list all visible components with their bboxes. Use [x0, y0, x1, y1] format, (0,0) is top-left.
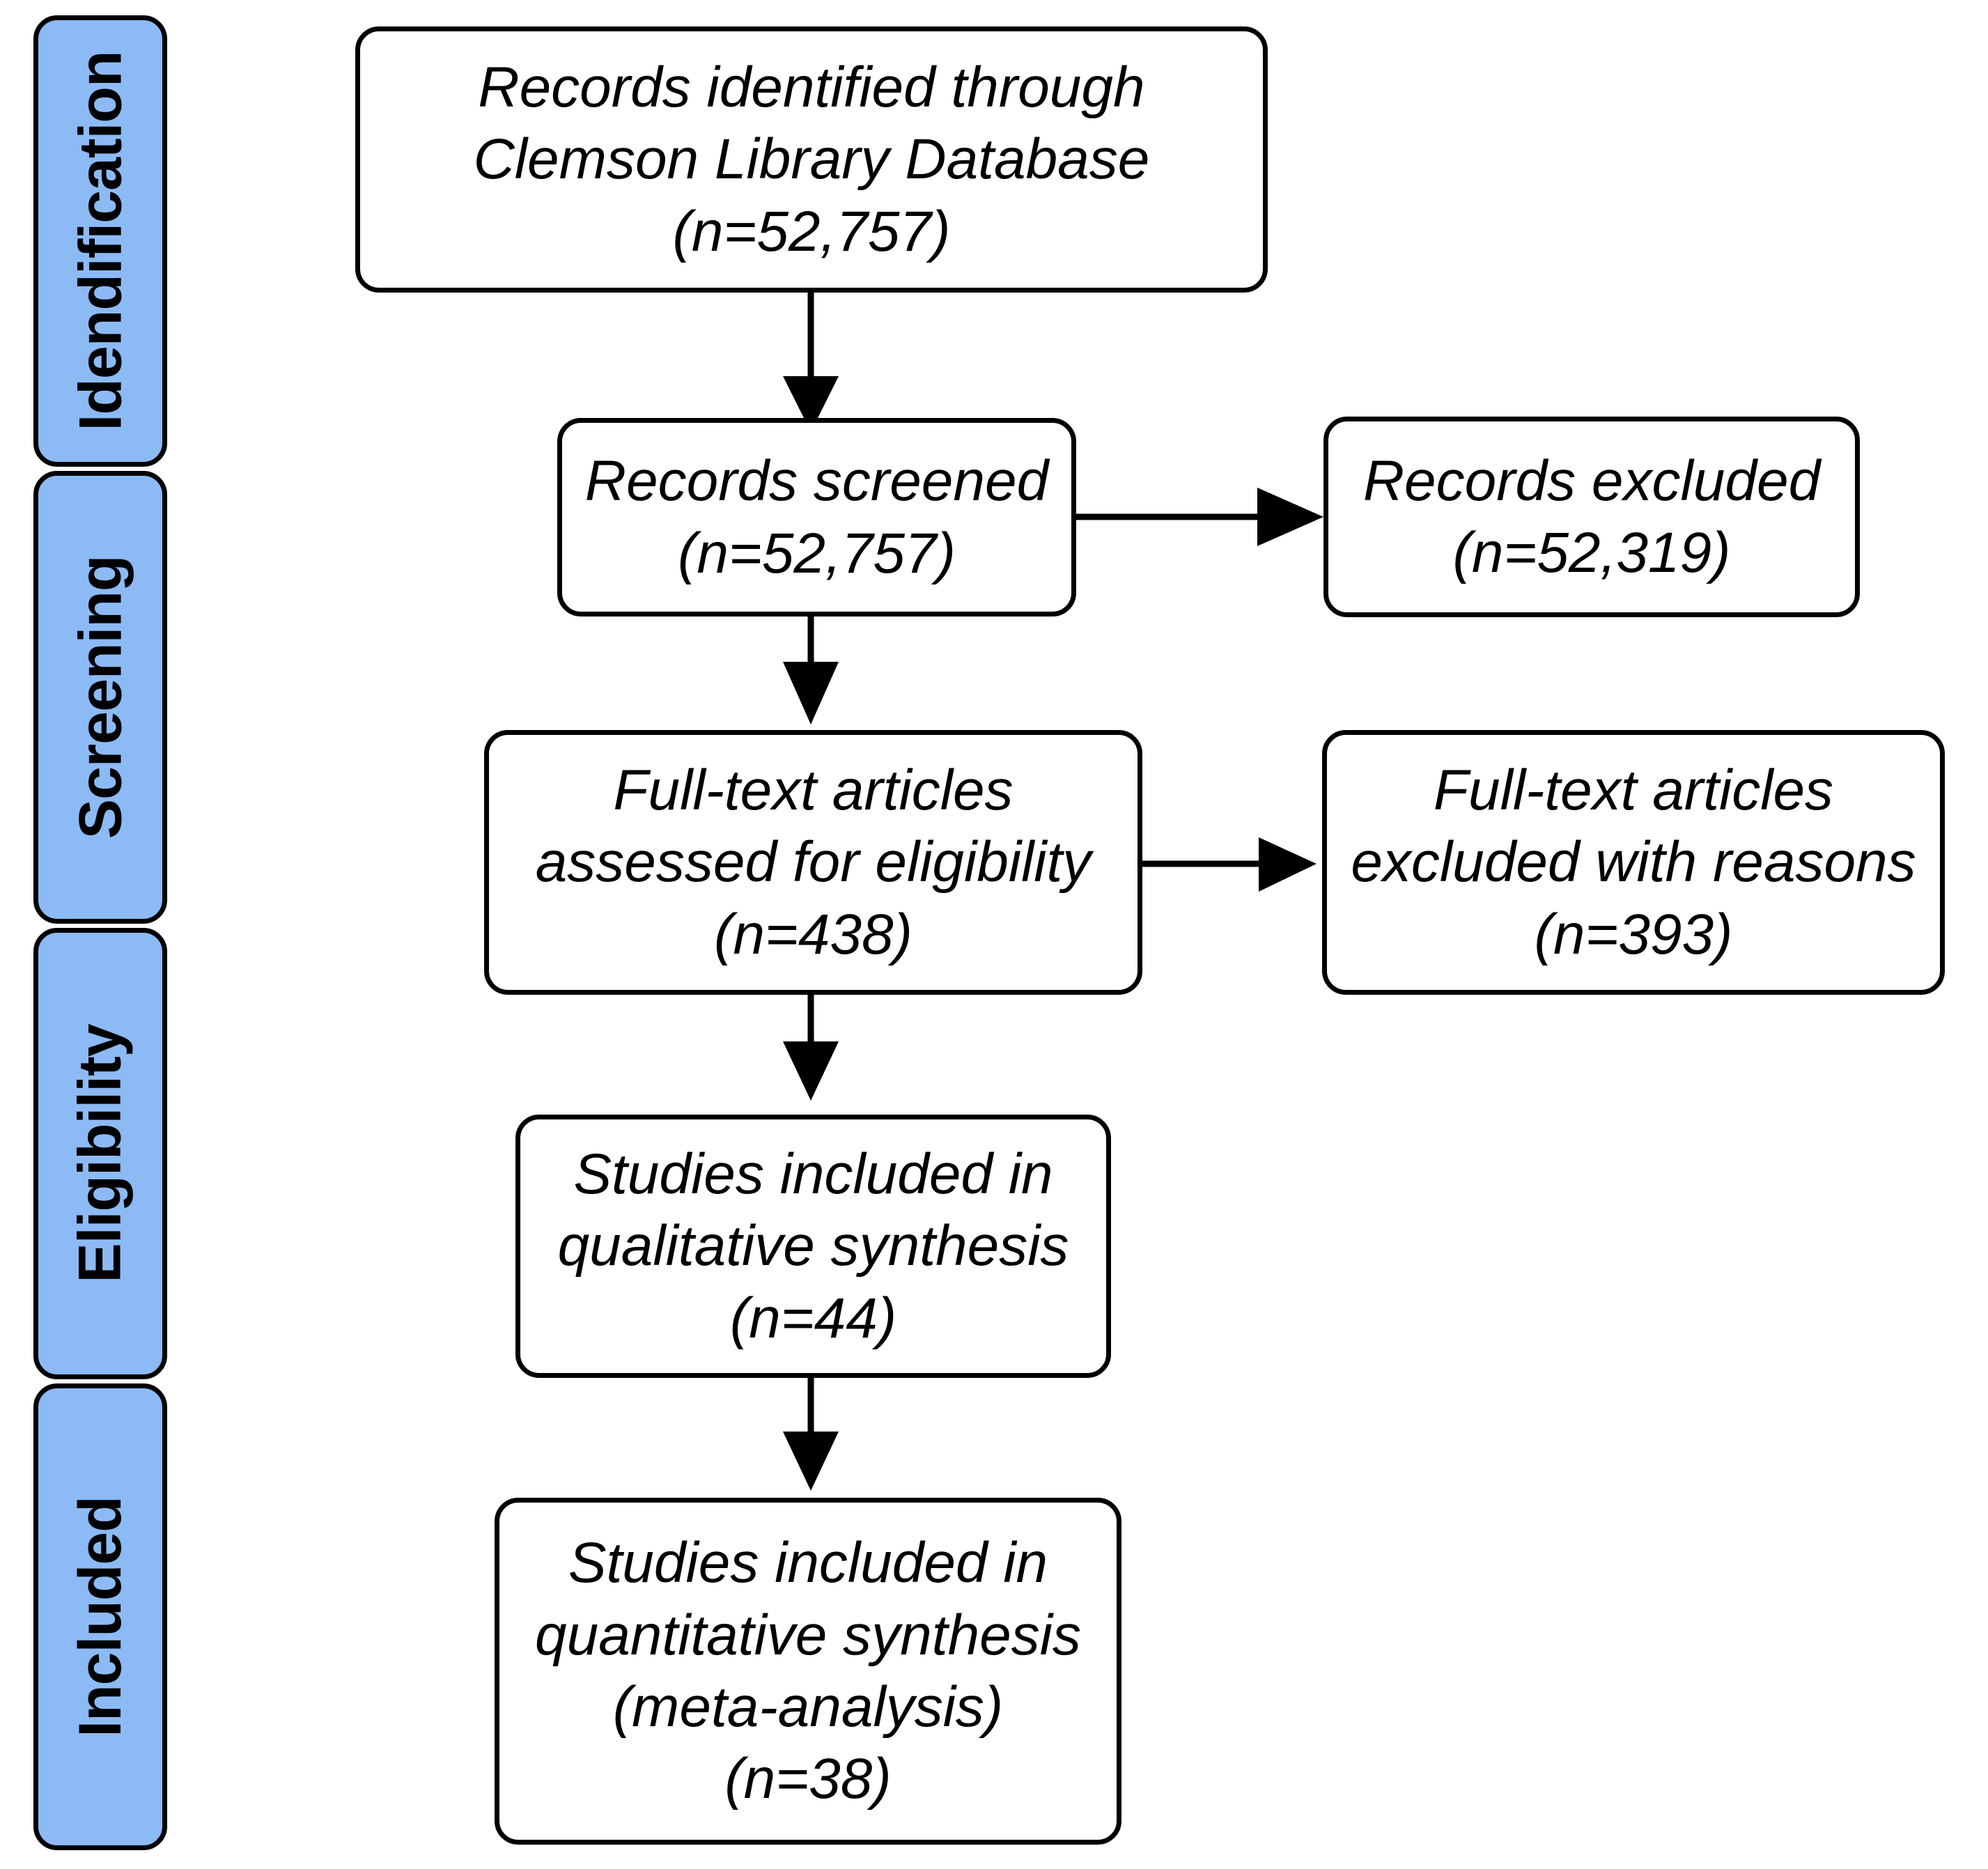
box-records-excluded-text: Records excluded (n=52,319): [1362, 449, 1821, 584]
box-fulltext-assessed[interactable]: Full-text articles assessed for eligibil…: [484, 730, 1142, 995]
stage-chip-identification-label: Idendification: [67, 51, 134, 431]
box-qualitative-synthesis-text: Studies included in qualitative synthesi…: [557, 1142, 1069, 1350]
box-records-screened-text: Records screened (n=52,757): [584, 449, 1049, 585]
box-records-identified[interactable]: Records identified through Clemson Libra…: [355, 26, 1268, 293]
stage-chip-identification[interactable]: Idendification: [33, 15, 167, 467]
arrow-fulltext-to-excluded-reasons: [1142, 837, 1317, 892]
stage-chip-included[interactable]: Included: [33, 1383, 167, 1850]
arrow-screened-to-fulltext: [783, 613, 839, 724]
arrow-fulltext-to-qualitative: [783, 991, 839, 1101]
box-quantitative-synthesis[interactable]: Studies included in quantitative synthes…: [495, 1498, 1121, 1845]
stage-chip-screening-label: Screening: [67, 555, 134, 839]
box-fulltext-assessed-text: Full-text articles assessed for eligibil…: [535, 759, 1092, 966]
arrow-screened-to-excluded: [1076, 488, 1323, 546]
box-records-identified-text: Records identified through Clemson Libra…: [473, 56, 1150, 263]
stage-chip-included-label: Included: [67, 1496, 134, 1737]
box-records-screened[interactable]: Records screened (n=52,757): [557, 418, 1076, 616]
stage-chip-screening[interactable]: Screening: [33, 471, 167, 924]
box-quantitative-synthesis-text: Studies included in quantitative synthes…: [534, 1531, 1081, 1811]
box-qualitative-synthesis[interactable]: Studies included in qualitative synthesi…: [515, 1115, 1111, 1378]
stage-chip-eligibility[interactable]: Eligibility: [33, 928, 167, 1379]
arrow-identified-to-screened: [783, 291, 839, 432]
arrow-qualitative-to-quantitative: [783, 1371, 839, 1491]
box-records-excluded[interactable]: Records excluded (n=52,319): [1323, 417, 1860, 617]
box-fulltext-excluded-text: Full-text articles excluded with reasons…: [1351, 759, 1916, 966]
stage-chip-eligibility-label: Eligibility: [67, 1024, 134, 1283]
box-fulltext-excluded[interactable]: Full-text articles excluded with reasons…: [1322, 730, 1945, 995]
